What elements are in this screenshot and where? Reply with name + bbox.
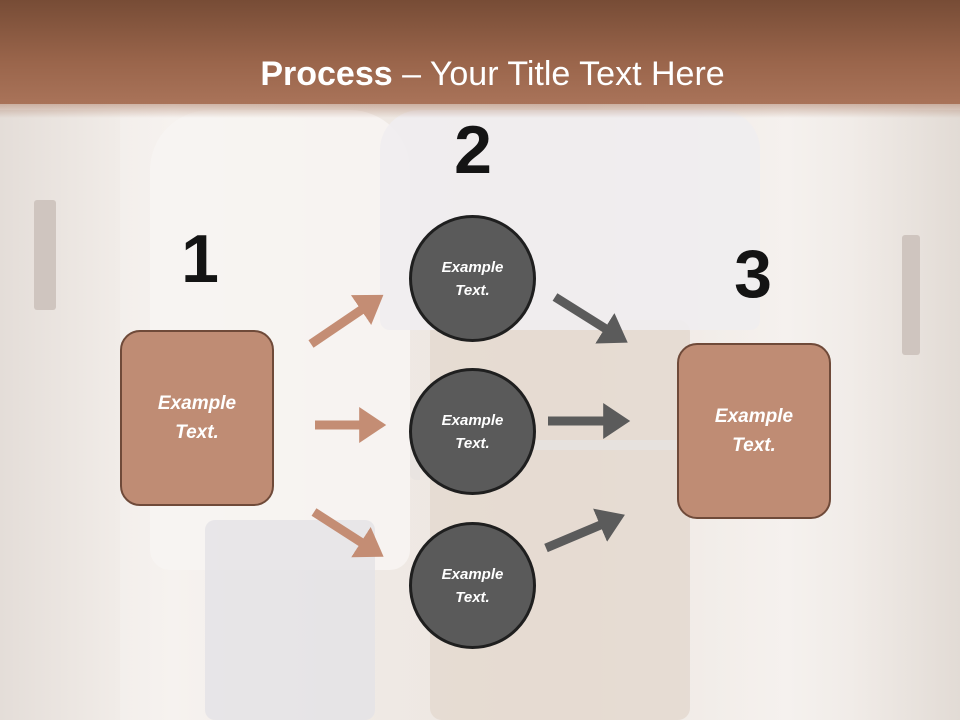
slide-title[interactable]: Process – Your Title Text Here [0, 52, 960, 96]
arrow-to-circle-3 [311, 508, 384, 558]
circle-1-text-line1: Example [441, 258, 504, 276]
circle-2-text: Example Text. [442, 409, 504, 455]
arrow-from-circle-3 [544, 508, 625, 553]
arrow-to-circle-1 [308, 294, 384, 348]
title-bold: Process [260, 55, 393, 93]
title-band [0, 0, 960, 104]
circle-3-text: Example Text. [442, 563, 504, 609]
step-number-3: 3 [734, 236, 772, 312]
title-rest: – Your Title Text Here [392, 55, 725, 93]
circle-2-text-line1: Example [441, 411, 504, 429]
step-number-2: 2 [454, 112, 492, 188]
step-1-box[interactable]: Example Text. [120, 330, 274, 506]
step-1-text-line1: Example [157, 393, 237, 414]
step-3-text-line2: Text. [732, 435, 776, 456]
background-nurse-legs [205, 520, 375, 720]
circle-2-text-line2: Text. [455, 434, 490, 452]
step-3-box[interactable]: Example Text. [677, 343, 831, 519]
step-3-text-line1: Example [714, 406, 794, 427]
background-handle-left [34, 200, 56, 310]
step-3-text: Example Text. [715, 402, 793, 460]
step-2-circle-3[interactable]: Example Text. [409, 522, 536, 649]
step-2-circle-1[interactable]: Example Text. [409, 215, 536, 342]
step-1-text-line2: Text. [175, 422, 219, 443]
step-number-1: 1 [181, 221, 219, 297]
circle-3-text-line1: Example [441, 565, 504, 583]
arrow-from-circle-1 [552, 293, 628, 344]
circle-1-text-line2: Text. [455, 281, 490, 299]
background-handle-right [902, 235, 920, 355]
step-1-text: Example Text. [158, 389, 236, 447]
step-2-circle-2[interactable]: Example Text. [409, 368, 536, 495]
background-door-left [0, 110, 120, 720]
circle-1-text: Example Text. [442, 256, 504, 302]
circle-3-text-line2: Text. [455, 588, 490, 606]
background-door-right [850, 110, 960, 720]
